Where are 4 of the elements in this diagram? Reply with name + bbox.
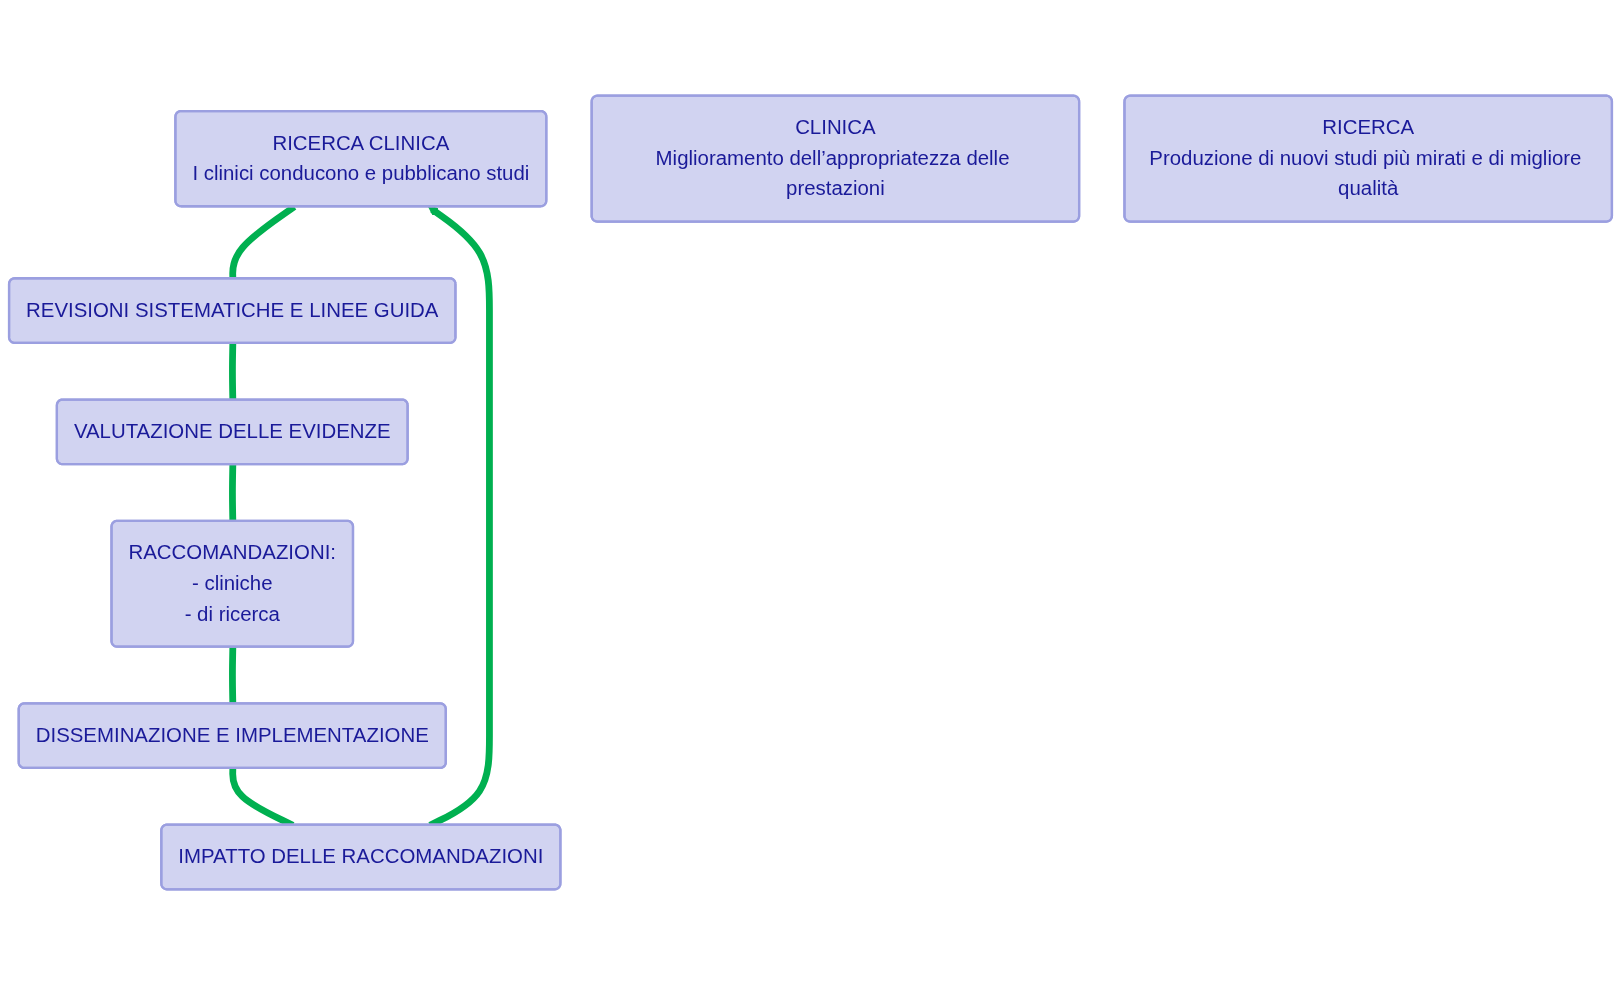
connector (229, 204, 297, 279)
connector (229, 647, 237, 704)
connector (229, 464, 237, 522)
connector (229, 343, 237, 401)
